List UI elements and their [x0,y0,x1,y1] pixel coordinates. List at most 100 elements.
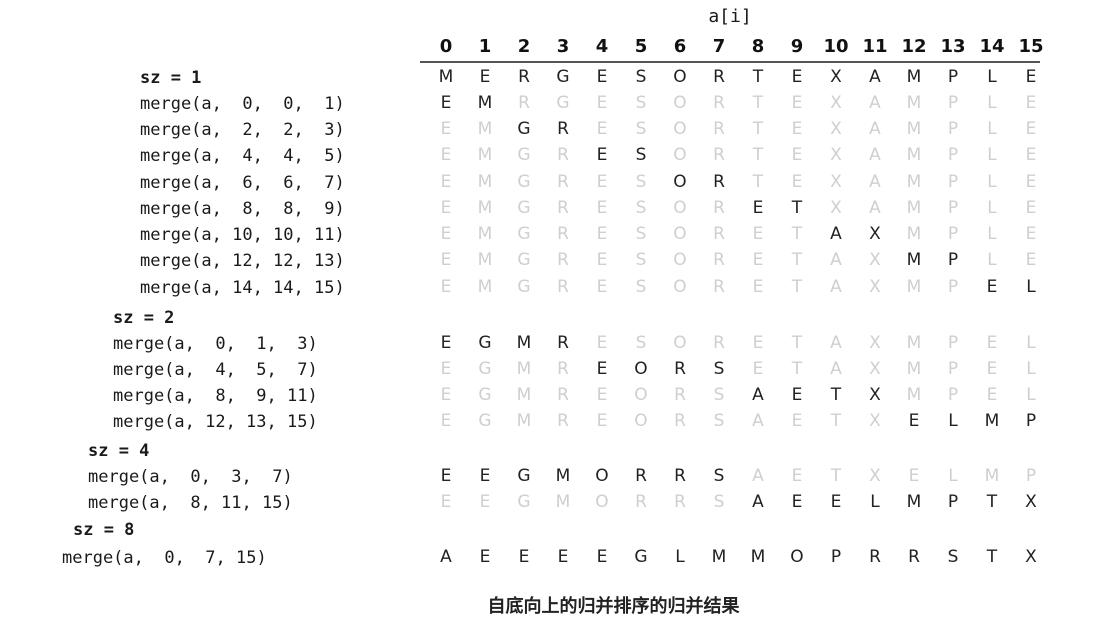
merged-cell: G [517,119,531,139]
inactive-cell: R [557,277,569,297]
inactive-cell: A [869,172,881,192]
merged-cell: L [948,411,958,431]
inactive-cell: G [517,492,531,512]
size-heading: sz = 8 [73,520,135,540]
initial-cell: A [869,67,881,87]
merged-cell: R [635,466,647,486]
inactive-cell: E [1025,198,1037,218]
merged-cell: X [869,224,881,244]
merged-cell: E [440,93,452,113]
size-heading: sz = 1 [140,68,202,88]
inactive-cell: T [791,277,803,297]
inactive-cell: T [830,466,842,486]
merged-cell: R [557,119,569,139]
initial-cell: E [479,67,491,87]
merged-cell: S [635,145,647,165]
merged-cell: S [947,547,959,567]
inactive-cell: G [556,93,570,113]
inactive-cell: A [752,411,764,431]
inactive-cell: R [557,250,569,270]
merged-cell: X [1025,547,1037,567]
inactive-cell: A [869,119,881,139]
index-2: 2 [517,36,531,57]
initial-cell: E [791,67,803,87]
inactive-cell: S [635,119,647,139]
merged-cell: L [675,547,685,567]
inactive-cell: X [830,172,842,192]
index-1: 1 [478,36,492,57]
index-5: 5 [634,36,648,57]
inactive-cell: S [635,224,647,244]
inactive-cell: X [869,411,881,431]
inactive-cell: M [984,466,1000,486]
merged-cell: E [518,547,530,567]
caption: 自底向上的归并排序的归并结果 [487,596,740,617]
inactive-cell: M [906,385,922,405]
inactive-cell: E [1025,119,1037,139]
merged-cell: E [830,492,842,512]
inactive-cell: R [713,277,725,297]
inactive-cell: E [791,93,803,113]
inactive-cell: E [440,492,452,512]
inactive-cell: E [596,198,608,218]
merged-cell: R [557,333,569,353]
inactive-cell: M [906,145,922,165]
merge-call-label: merge(a, 14, 14, 15) [140,278,345,298]
inactive-cell: R [713,145,725,165]
inactive-cell: M [906,224,922,244]
inactive-cell: E [479,492,491,512]
inactive-cell: L [987,93,997,113]
inactive-cell: E [1025,250,1037,270]
initial-cell: E [1025,67,1037,87]
inactive-cell: E [1025,93,1037,113]
inactive-cell: A [869,93,881,113]
merged-cell: L [1026,277,1036,297]
inactive-cell: P [947,333,959,353]
inactive-cell: T [752,172,764,192]
merged-cell: E [479,466,491,486]
inactive-cell: M [906,119,922,139]
inactive-cell: E [791,145,803,165]
inactive-cell: R [713,250,725,270]
inactive-cell: E [440,224,452,244]
inactive-cell: E [1025,224,1037,244]
inactive-cell: G [517,198,531,218]
inactive-cell: M [477,277,493,297]
merge-call-label: merge(a, 8, 8, 9) [140,199,345,219]
inactive-cell: R [557,224,569,244]
inactive-cell: E [596,93,608,113]
inactive-cell: R [557,359,569,379]
inactive-cell: R [713,93,725,113]
merged-cell: A [830,224,842,244]
inactive-cell: A [830,277,842,297]
index-9: 9 [790,36,804,57]
merged-cell: E [596,145,608,165]
inactive-cell: X [830,93,842,113]
merged-cell: O [790,547,804,567]
inactive-cell: E [596,224,608,244]
inactive-cell: P [1025,466,1037,486]
merge-call-label: merge(a, 0, 7, 15) [62,548,267,568]
merged-cell: R [713,172,725,192]
merged-cell: E [557,547,569,567]
merged-cell: M [906,250,922,270]
merged-cell: E [479,547,491,567]
inactive-cell: X [830,119,842,139]
merge-call-label: merge(a, 12, 12, 13) [140,251,345,271]
inactive-cell: M [516,385,532,405]
merged-cell: E [440,466,452,486]
inactive-cell: X [830,145,842,165]
header-rule [420,61,1040,63]
inactive-cell: P [947,277,959,297]
inactive-cell: R [557,145,569,165]
merged-cell: G [634,547,648,567]
inactive-cell: E [596,119,608,139]
merged-cell: O [634,359,648,379]
size-heading: sz = 4 [88,441,150,461]
inactive-cell: E [440,172,452,192]
inactive-cell: E [791,172,803,192]
index-4: 4 [595,36,609,57]
inactive-cell: T [752,145,764,165]
inactive-cell: L [987,145,997,165]
